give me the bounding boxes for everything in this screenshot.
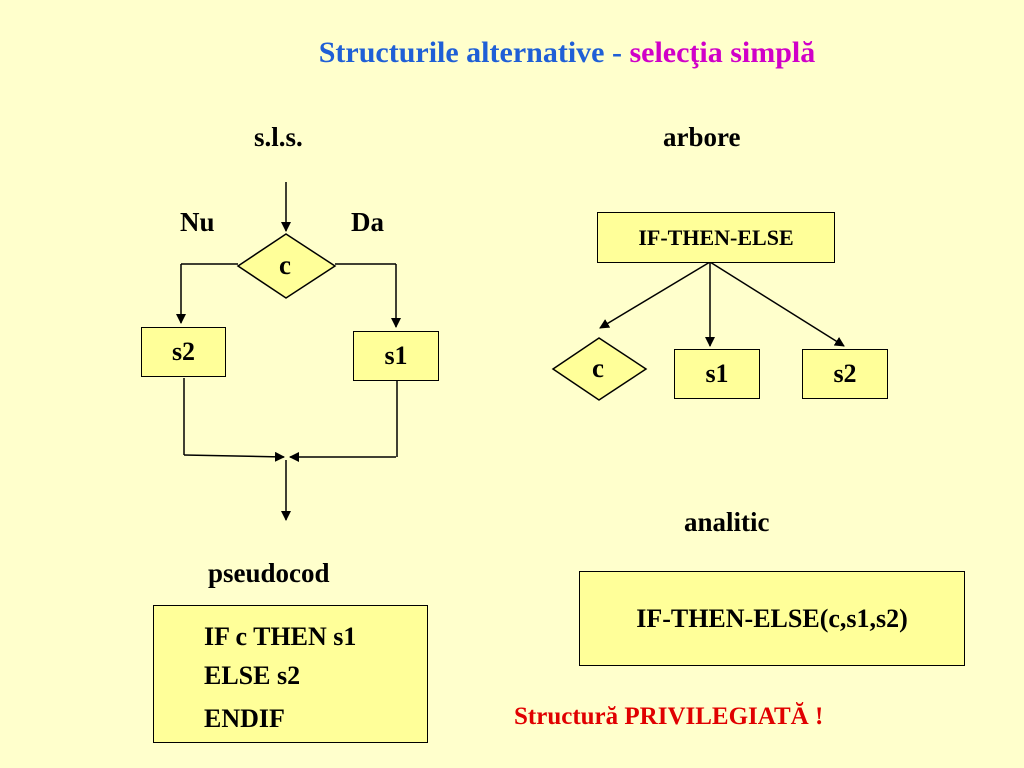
tree-root-box: IF-THEN-ELSE [597,212,835,263]
pseudocode-box: IF c THEN s1 ELSE s2 ENDIF [153,605,428,743]
pseudocode-line-3: ENDIF [204,704,285,733]
flowchart-s1-box: s1 [353,331,439,381]
sls-label: s.l.s. [254,122,303,152]
pseudocode-line-1: IF c THEN s1 [204,622,357,651]
no-label: Nu [180,207,215,237]
tree-s1-label: s1 [705,359,729,388]
title-part2: selecţia simplă [629,36,816,69]
pseudocode-line-2: ELSE s2 [204,661,301,690]
yes-label: Da [351,207,384,237]
tree-s2-box: s2 [802,349,888,399]
tree-condition-label: c [592,353,604,383]
flowchart-s2-box: s2 [141,327,226,377]
tree-edge-s2 [709,261,845,347]
title-part1: Structurile alternative - [318,36,630,69]
merge-left-arrow [183,451,285,462]
page-title: Structurile alternative - selecţia simpl… [0,36,1024,70]
analytic-box: IF-THEN-ELSE(c,s1,s2) [579,571,965,666]
tree-condition-diamond [551,337,648,401]
flowchart-s1-label: s1 [384,341,408,370]
tree-edge-c [599,261,711,329]
tree-root-label: IF-THEN-ELSE [638,224,794,250]
analytic-expression: IF-THEN-ELSE(c,s1,s2) [636,603,908,633]
condition-diamond [236,233,337,299]
privileged-note: Structură PRIVILEGIATĂ ! [514,703,824,730]
tree-s1-box: s1 [674,349,760,399]
pseudocode-label: pseudocod [208,558,330,588]
analytic-label: analitic [684,507,770,537]
tree-label: arbore [663,122,741,152]
tree-s2-label: s2 [833,359,857,388]
flowchart-s2-label: s2 [171,337,196,366]
condition-label: c [279,250,291,280]
